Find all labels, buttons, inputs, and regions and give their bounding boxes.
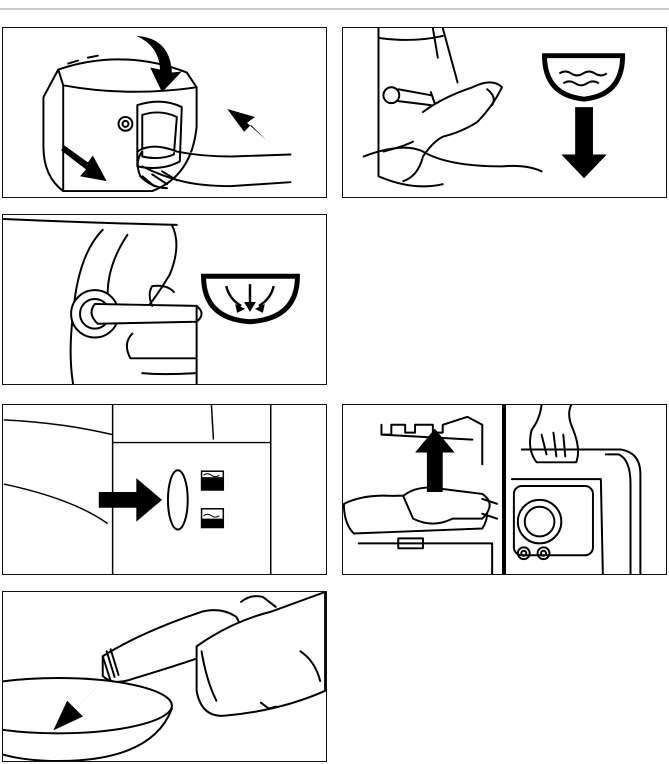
detach-tank-illustration	[343, 405, 666, 574]
bowl-symbol	[545, 56, 623, 99]
panel-empty-tank	[2, 591, 327, 762]
header-rule	[0, 8, 669, 10]
panel-level-indicator	[2, 404, 327, 575]
toilet-open-valve-illustration	[3, 28, 326, 197]
panel-flush-bowl	[342, 27, 667, 198]
panel-detach-tank	[342, 404, 667, 575]
press-flush-button-illustration	[3, 215, 326, 384]
empty-tank-illustration	[3, 592, 326, 761]
panel-press-flush	[2, 214, 327, 385]
empty-indicator-icon	[202, 509, 224, 528]
level-indicator-illustration	[3, 405, 326, 574]
full-indicator-icon	[202, 471, 224, 490]
toilet-flush-bowl-illustration	[343, 28, 666, 197]
panel-divider	[502, 405, 506, 574]
pointer-arrow	[99, 478, 162, 521]
panel-open-valve	[2, 27, 327, 198]
